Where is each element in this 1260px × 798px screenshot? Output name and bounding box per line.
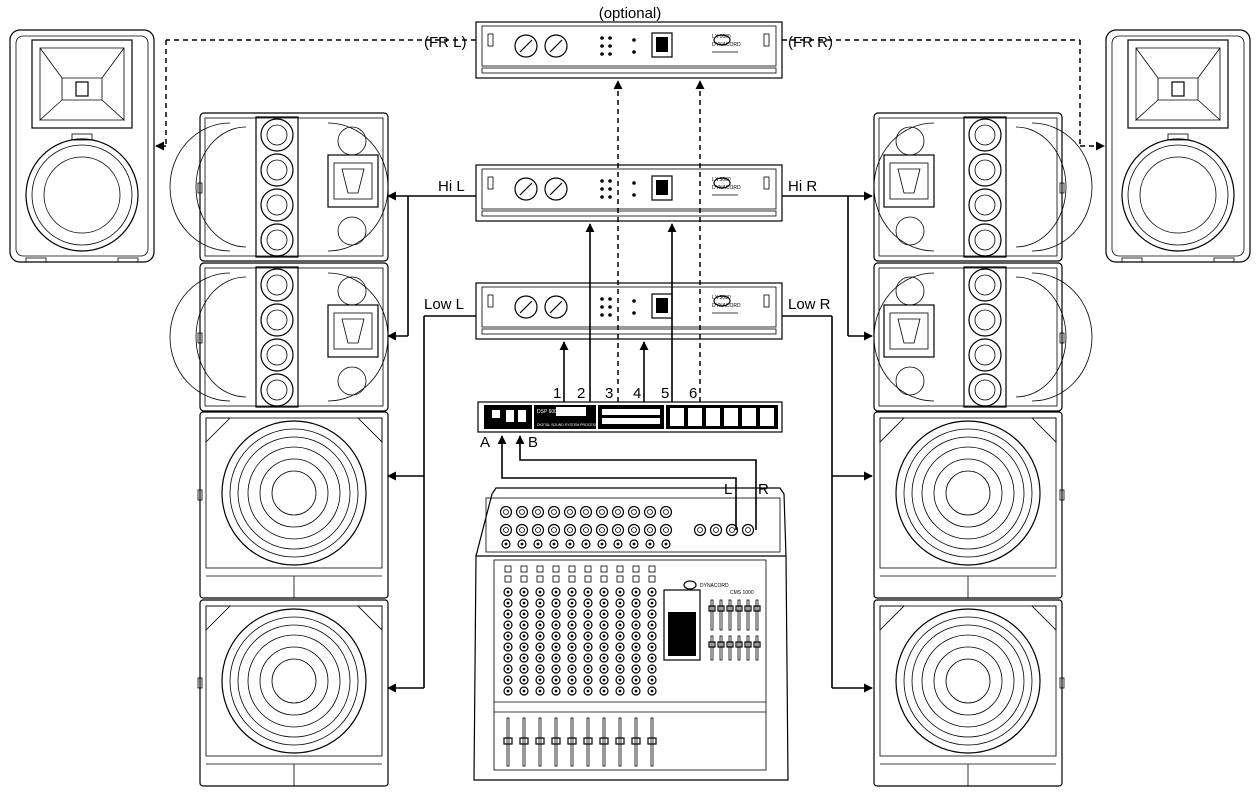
label-output-6: 6: [689, 385, 697, 402]
label-output-2: 2: [577, 385, 585, 402]
amp-optional: LX 1600 DYNACORD: [475, 21, 783, 79]
left-sub-lower: [197, 599, 389, 787]
svg-text:LX 3000: LX 3000: [712, 177, 731, 183]
right-low-mid-speaker: [873, 262, 1093, 412]
label-optional: (optional): [599, 5, 662, 22]
amp-low: LX 3000 DYNACORD: [475, 282, 783, 340]
label-fr-r: (FR R): [788, 34, 833, 51]
label-low-r: Low R: [788, 296, 831, 313]
left-hi-speaker: [169, 112, 389, 262]
label-output-4: 4: [633, 385, 641, 402]
svg-text:CMS 1000: CMS 1000: [730, 590, 754, 596]
label-output-1: 1: [553, 385, 561, 402]
svg-text:DSP 600: DSP 600: [537, 409, 557, 415]
wire-mixer-l-to-a: [497, 435, 737, 530]
label-low-l: Low L: [424, 296, 464, 313]
right-full-range-speaker: [1105, 29, 1251, 263]
wire-mixer-r-to-b: [515, 435, 757, 530]
label-output-3: 3: [605, 385, 613, 402]
svg-text:DYNACORD: DYNACORD: [712, 185, 741, 191]
left-full-range-speaker: [9, 29, 155, 263]
right-hi-speaker: [873, 112, 1093, 262]
right-sub-lower: [873, 599, 1065, 787]
right-sub-upper: [873, 411, 1065, 599]
amp-hi: LX 3000 DYNACORD: [475, 164, 783, 222]
left-sub-upper: [197, 411, 389, 599]
label-output-5: 5: [661, 385, 669, 402]
svg-text:DYNACORD: DYNACORD: [712, 303, 741, 309]
svg-text:DYNACORD: DYNACORD: [712, 42, 741, 48]
svg-text:LX 3000: LX 3000: [712, 295, 731, 301]
label-hi-l: Hi L: [438, 178, 465, 195]
label-input-b: B: [528, 434, 538, 451]
label-mixer-l: L: [724, 481, 732, 498]
label-fr-l: (FR L): [424, 34, 467, 51]
label-hi-r: Hi R: [788, 178, 817, 195]
left-low-mid-speaker: [169, 262, 389, 412]
svg-text:DYNACORD: DYNACORD: [700, 583, 729, 589]
svg-text:LX 1600: LX 1600: [712, 34, 731, 40]
label-input-a: A: [480, 434, 490, 451]
label-mixer-r: R: [758, 481, 769, 498]
mixing-console: DYNACORD CMS 1000: [473, 487, 789, 781]
dsp-processor: DSP 600 DIGITAL SOUND SYSTEM PROCESSOR: [477, 401, 783, 433]
svg-text:DIGITAL SOUND SYSTEM PROCESSOR: DIGITAL SOUND SYSTEM PROCESSOR: [537, 423, 603, 427]
